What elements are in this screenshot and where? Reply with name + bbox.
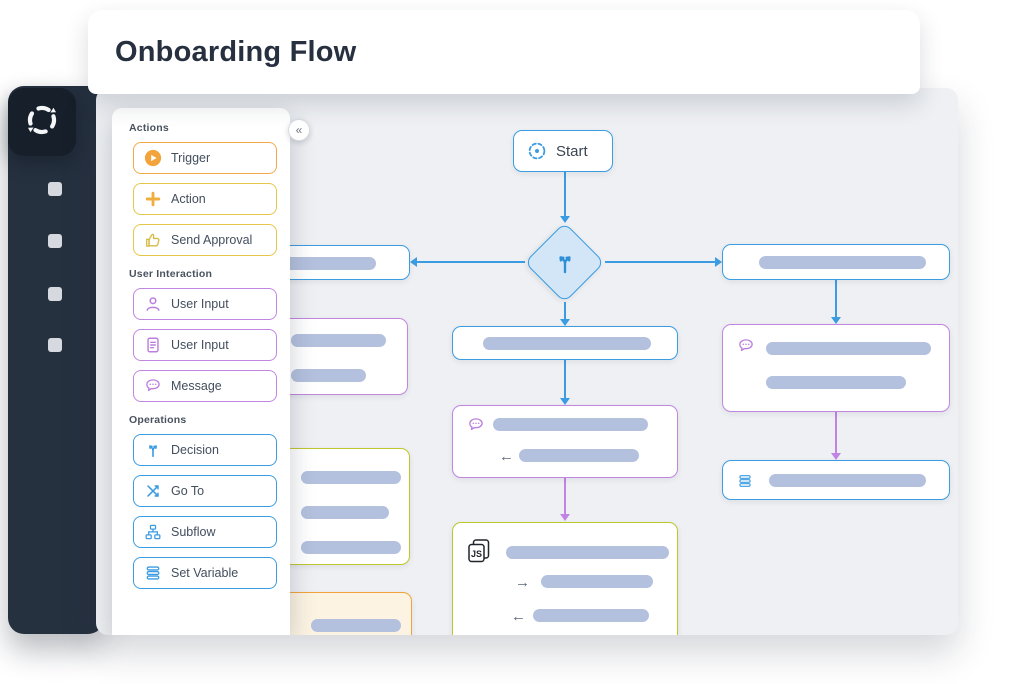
flow-node-branch-center[interactable] xyxy=(452,326,678,360)
flow-node-decision[interactable] xyxy=(524,222,605,303)
palette-collapse-button[interactable]: « xyxy=(288,119,310,141)
plus-icon xyxy=(144,190,162,208)
palette-item-label: Subflow xyxy=(171,525,216,539)
palette-item-subflow[interactable]: Subflow xyxy=(133,516,277,548)
palette-item-label: Message xyxy=(171,379,222,393)
connector xyxy=(564,172,566,216)
flow-canvas[interactable]: Start xyxy=(96,88,958,635)
placeholder-bar xyxy=(769,474,926,487)
rail-menu-item[interactable] xyxy=(48,182,62,196)
palette-item-label: Action xyxy=(171,192,206,206)
subflow-icon xyxy=(144,523,162,541)
svg-text:JS: JS xyxy=(471,549,482,559)
placeholder-bar xyxy=(493,418,648,431)
connector xyxy=(835,280,837,317)
placeholder-bar xyxy=(759,256,926,269)
window-header: Onboarding Flow xyxy=(88,10,920,94)
connector-arrowhead xyxy=(831,317,841,324)
branch-icon xyxy=(144,441,162,459)
flow-node-set-variable[interactable] xyxy=(722,460,950,500)
app-logo[interactable] xyxy=(8,88,76,156)
play-circle-icon xyxy=(144,149,162,167)
thumbs-up-icon xyxy=(144,231,162,249)
user-icon xyxy=(144,295,162,313)
page-title: Onboarding Flow xyxy=(115,35,357,68)
palette-item-send-approval[interactable]: Send Approval xyxy=(133,224,277,256)
branch-icon xyxy=(552,250,578,276)
palette-item-label: Trigger xyxy=(171,151,211,165)
palette-item-label: Send Approval xyxy=(171,233,253,247)
placeholder-bar xyxy=(311,619,401,632)
palette-item-user-input-2[interactable]: User Input xyxy=(133,329,277,361)
form-icon xyxy=(144,336,162,354)
placeholder-bar xyxy=(291,334,386,347)
js-file-icon: JS xyxy=(465,537,493,565)
palette-item-set-variable[interactable]: Set Variable xyxy=(133,557,277,589)
placeholder-bar xyxy=(301,506,389,519)
palette-item-decision[interactable]: Decision xyxy=(133,434,277,466)
connector xyxy=(835,412,837,453)
chat-bubble-icon xyxy=(737,337,755,355)
start-label: Start xyxy=(556,142,588,160)
rail-menu-item[interactable] xyxy=(48,234,62,248)
chat-bubble-icon xyxy=(467,416,485,434)
palette-item-message[interactable]: Message xyxy=(133,370,277,402)
connector xyxy=(564,360,566,398)
rail-menu-item[interactable] xyxy=(48,338,62,352)
chat-bubble-icon xyxy=(144,377,162,395)
collapse-chevrons-icon: « xyxy=(295,122,303,137)
placeholder-bar xyxy=(291,369,366,382)
placeholder-bar xyxy=(766,376,906,389)
palette-item-action[interactable]: Action xyxy=(133,183,277,215)
connector xyxy=(417,261,525,263)
connector-arrowhead xyxy=(560,514,570,521)
placeholder-bar xyxy=(541,575,653,588)
connector-arrowhead xyxy=(831,453,841,460)
palette-section-label: Actions xyxy=(129,122,169,134)
connector-arrowhead xyxy=(560,216,570,223)
connector-arrowhead xyxy=(560,319,570,326)
palette-section-label: User Interaction xyxy=(129,268,213,280)
connector-arrowhead xyxy=(410,257,417,267)
placeholder-bar xyxy=(301,541,401,554)
placeholder-bar xyxy=(506,546,669,559)
placeholder-bar xyxy=(766,342,931,355)
palette-item-label: Decision xyxy=(171,443,219,457)
palette-item-label: Go To xyxy=(171,484,205,498)
flow-node-branch-right[interactable] xyxy=(722,244,950,280)
node-palette: Actions Trigger Action xyxy=(112,108,290,635)
placeholder-bar xyxy=(483,337,651,350)
connector xyxy=(605,261,715,263)
flow-node-js-code[interactable]: JS → ← xyxy=(452,522,678,635)
placeholder-bar xyxy=(533,609,649,622)
palette-item-user-input-1[interactable]: User Input xyxy=(133,288,277,320)
connector-arrowhead xyxy=(715,257,722,267)
start-icon xyxy=(527,141,547,161)
palette-item-trigger[interactable]: Trigger xyxy=(133,142,277,174)
palette-item-label: Set Variable xyxy=(171,566,239,580)
stacked-pills-icon xyxy=(737,473,753,489)
flow-node-message-center[interactable]: ← xyxy=(452,405,678,478)
crossing-arrows-icon xyxy=(144,482,162,500)
arrow-right-glyph: → xyxy=(515,574,530,591)
stacked-pills-icon xyxy=(144,564,162,582)
connector xyxy=(564,302,566,319)
connector-arrowhead xyxy=(560,398,570,405)
sync-arrows-icon xyxy=(22,100,62,145)
flow-node-start[interactable]: Start xyxy=(513,130,613,172)
palette-item-label: User Input xyxy=(171,297,229,311)
rail-menu-item[interactable] xyxy=(48,287,62,301)
palette-section-label: Operations xyxy=(129,414,187,426)
flow-node-message-right[interactable] xyxy=(722,324,950,412)
app-rail xyxy=(8,86,104,634)
placeholder-bar xyxy=(301,471,401,484)
connector xyxy=(564,478,566,514)
placeholder-bar xyxy=(519,449,639,462)
palette-item-go-to[interactable]: Go To xyxy=(133,475,277,507)
arrow-left-glyph: ← xyxy=(511,608,526,625)
palette-item-label: User Input xyxy=(171,338,229,352)
arrow-left-glyph: ← xyxy=(499,448,514,465)
